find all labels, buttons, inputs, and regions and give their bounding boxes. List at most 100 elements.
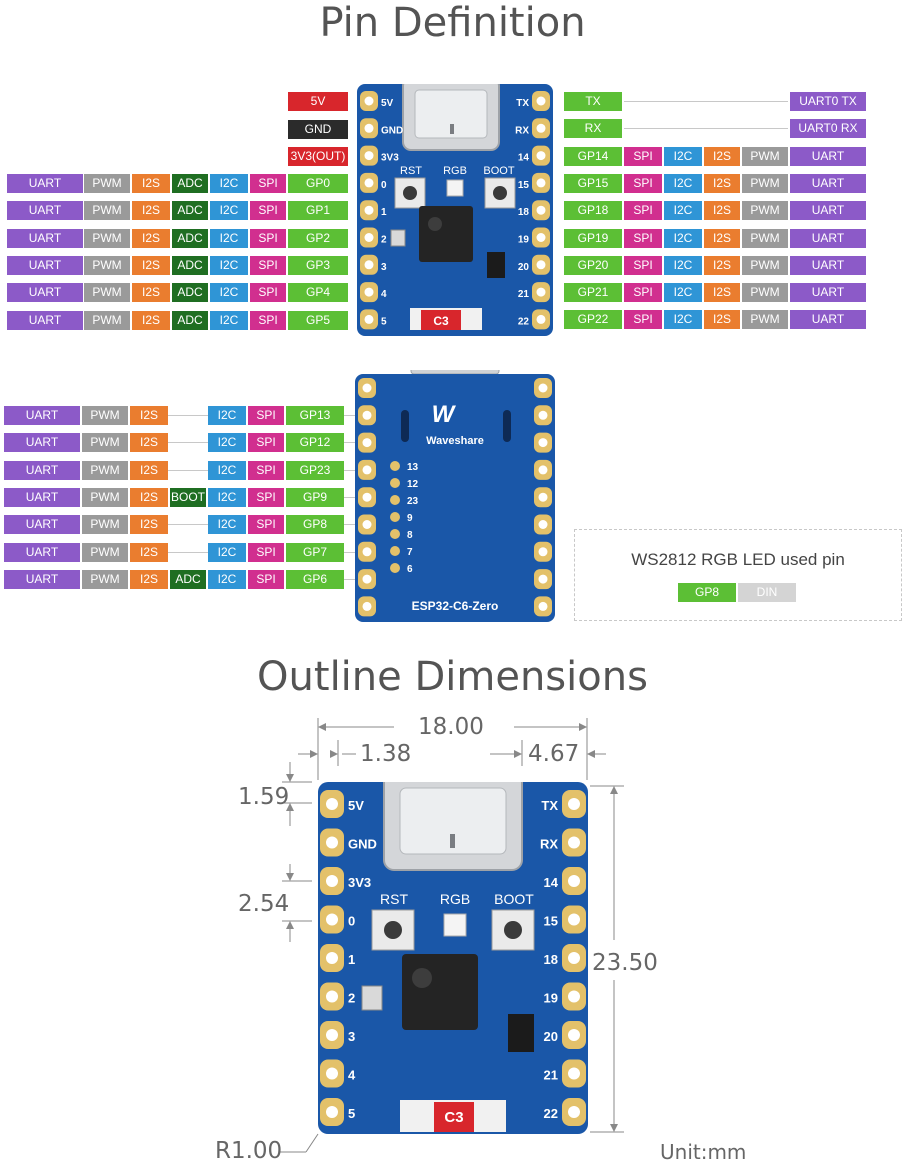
top-right-row-3-cell-3: I2S [704,173,740,193]
outline-left-pin-5: 2 [348,991,355,1006]
top-left-row-0-cell-6: GP0 [288,174,348,193]
top-right-row-4-cell-3: I2S [704,201,740,221]
top-left-row-1-cell-3: ADC [172,201,208,221]
dim-pitch: 2.54 [238,891,290,917]
top-left-row-5-cell-6: GP5 [288,310,348,330]
top-right-row-8-cell-5: UART [790,310,866,330]
bottom-left-row-1-cell-2: I2S [130,433,168,453]
bottom-left-row-2-cell-2: I2S [130,460,168,480]
bottom-left-row-1-cell-6: GP12 [286,433,344,453]
top-right-row-3-cell-1: SPI [624,173,662,193]
back-pad-label-0: 13 [407,462,419,473]
dim-width: 18.00 [418,714,484,740]
bottom-left-row-3-cell-1: PWM [82,487,128,507]
back-pad-3 [390,512,400,522]
bottom-left-row-0-cell-6: GP13 [286,406,344,425]
top-right-row-5-cell-5: UART [790,228,866,248]
top-left-row-4-cell-4: I2C [210,283,248,303]
top-right-row-0-gp: TX [564,92,622,111]
bottom-left-row-0-cell-1: PWM [82,406,128,425]
top-right-row-6-cell-1: SPI [624,255,662,275]
top-left-row-4-cell-5: SPI [250,283,286,303]
power-tag-2: 3V3(OUT) [288,147,348,166]
bottom-left-row-3-cell-4: I2C [208,487,246,507]
front-right-pin-0: TX [516,98,529,109]
back-pad-0 [390,461,400,471]
esp32-chip [419,206,473,262]
bottom-left-row-3-cell-2: I2S [130,487,168,507]
top-left-row-5-cell-3: ADC [172,310,208,330]
bottom-left-row-4-cell-4: I2C [208,515,246,535]
top-left-row-0-cell-0: UART [7,174,83,193]
top-right-row-5-cell-4: PWM [742,228,788,248]
led-signal-tag: DIN [738,583,796,602]
top-left-row-3-cell-5: SPI [250,255,286,275]
front-right-pin-6: 20 [518,262,530,273]
top-right-row-4-cell-4: PWM [742,201,788,221]
top-left-row-5-cell-5: SPI [250,310,286,330]
top-right-row-6-cell-2: I2C [664,255,702,275]
top-left-row-5-cell-1: PWM [84,310,130,330]
front-left-pin-7: 4 [381,289,387,300]
top-right-row-3-cell-0: GP15 [564,173,622,193]
back-pad-label-1: 12 [407,479,419,490]
front-right-pin-3: 15 [518,180,530,191]
top-left-row-2-cell-2: I2S [132,228,170,248]
top-left-row-1-cell-2: I2S [132,201,170,221]
top-right-row-2-cell-0: GP14 [564,146,622,166]
dim-top-offset: 1.59 [238,784,290,810]
top-left-row-3-cell-2: I2S [132,255,170,275]
top-left-row-1-cell-4: I2C [210,201,248,221]
outline-right-pin-1: RX [540,837,558,852]
bottom-left-row-4-cell-5: SPI [248,515,284,535]
unit-label: Unit:mm [660,1140,747,1164]
bottom-left-row-3-cell-0: UART [4,487,80,507]
waveshare-logo-mark: W [432,401,457,428]
top-right-row-4-cell-2: I2C [664,201,702,221]
outline-c3-label: C3 [444,1109,463,1126]
top-right-row-8-cell-0: GP22 [564,310,622,330]
top-right-row-8-cell-1: SPI [624,310,662,330]
dim-height: 23.50 [592,950,658,976]
top-left-row-0-cell-1: PWM [84,174,130,193]
led-box-title: WS2812 RGB LED used pin [631,550,845,569]
bottom-left-row-5-cell-6: GP7 [286,542,344,562]
outline-left-pin-0: 5V [348,798,364,813]
dim-right-offset: 4.67 [528,741,580,767]
top-left-row-0-cell-2: I2S [132,174,170,193]
front-right-pin-1: RX [515,125,529,136]
outline-right-pin-0: TX [541,798,558,813]
bottom-left-row-1-cell-1: PWM [82,433,128,453]
front-left-pin-0: 5V [381,98,394,109]
outline-right-pin-5: 19 [544,991,558,1006]
bottom-left-row-6-cell-5: SPI [248,569,284,589]
model-label: ESP32-C6-Zero [412,599,499,613]
bottom-left-row-2-cell-6: GP23 [286,460,344,480]
top-right-row-3-cell-5: UART [790,173,866,193]
bottom-left-row-3-cell-6: GP9 [286,487,344,507]
back-pad-6 [390,563,400,573]
dim-radius: R1.00 [215,1138,283,1164]
back-pad-label-6: 6 [407,564,413,575]
front-left-pin-5: 2 [381,235,387,246]
bottom-left-row-4-cell-2: I2S [130,515,168,535]
outline-right-pin-4: 18 [544,952,558,967]
outline-right-pin-8: 22 [544,1106,558,1121]
top-left-row-2-cell-5: SPI [250,228,286,248]
power-tag-0: 5V [288,92,348,111]
top-left-row-1-cell-0: UART [7,201,83,221]
top-right-row-1-func: UART0 RX [790,119,866,139]
top-right-row-0-func: UART0 TX [790,92,866,111]
top-right-row-1-gp: RX [564,119,622,139]
top-right-row-8-cell-2: I2C [664,310,702,330]
top-right-row-2-cell-1: SPI [624,146,662,166]
top-left-row-0-cell-4: I2C [210,174,248,193]
outline-left-pin-2: 3V3 [348,875,371,890]
top-left-row-3-cell-6: GP3 [288,255,348,275]
back-pad-label-2: 23 [407,496,419,507]
outline-boot-label: BOOT [494,891,534,907]
top-right-row-8-cell-4: PWM [742,310,788,330]
bottom-left-row-5-cell-5: SPI [248,542,284,562]
back-pad-label-3: 9 [407,513,413,524]
front-left-pin-4: 1 [381,207,387,218]
